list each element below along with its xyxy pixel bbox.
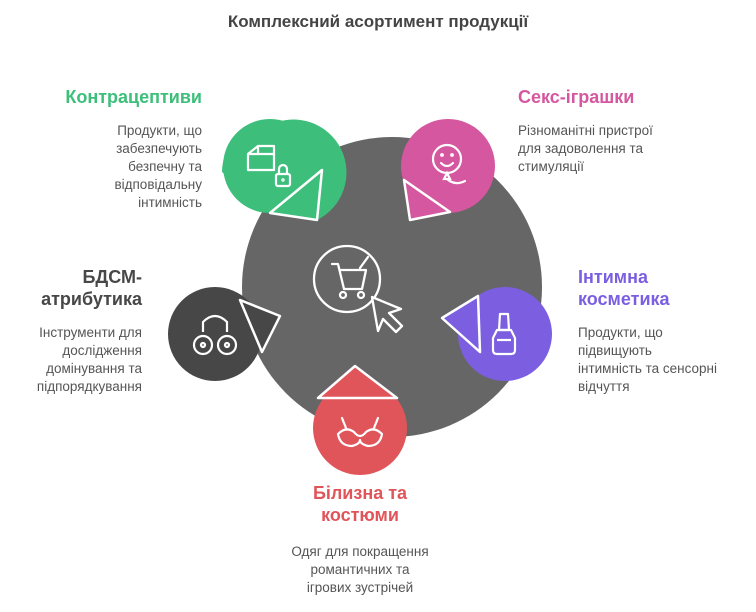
toys-description: Різноманітні пристрої для задоволення та… [518, 122, 748, 176]
bra-icon [336, 416, 384, 448]
bdsm-description: Інструменти для дослідження домінування … [5, 324, 142, 396]
lingerie-title: Білизна та костюми [250, 482, 470, 526]
title-line: косметика [578, 289, 670, 309]
segment-lingerie [313, 364, 407, 475]
desc-line: Продукти, що [578, 325, 663, 340]
nail-polish-icon [491, 312, 517, 356]
bdsm-title: БДСМ- атрибутика [10, 266, 142, 310]
smiley-balloon-icon [431, 143, 467, 185]
handcuffs-icon [192, 314, 238, 356]
segment-bdsm [168, 287, 282, 381]
lingerie-description: Одяг для покращення романтичних та ігров… [250, 543, 470, 597]
title-line: атрибутика [41, 289, 142, 309]
cosmetics-title: Інтимна косметика [578, 266, 748, 310]
desc-line: відчуття [578, 379, 630, 394]
contraceptives-title: Контрацептиви [65, 87, 202, 107]
desc-line: інтимність та сенсорні [578, 361, 718, 376]
desc-line: Продукти, що [117, 123, 202, 138]
toys-title: Секс-іграшки [518, 87, 635, 107]
title-line: БДСМ- [82, 267, 142, 287]
contraceptives-description: Продукти, що забезпечують безпечну та ві… [20, 122, 202, 212]
desc-line: стимуляції [518, 159, 585, 174]
diagram-title: Комплексний асортимент продукції [227, 12, 529, 31]
cosmetics-description: Продукти, що підвищують інтимність та се… [578, 324, 753, 396]
title-line: Білизна та [312, 483, 408, 503]
desc-line: відповідальну [114, 177, 202, 192]
desc-line: Різноманітні пристрої [518, 123, 653, 138]
title-line: Інтимна [578, 267, 648, 287]
title-line: костюми [321, 505, 399, 525]
box-lock-icon [246, 144, 292, 188]
desc-line: забезпечують [116, 141, 202, 156]
segment-contraceptives [222, 119, 347, 222]
desc-line: для задоволення та [518, 141, 644, 156]
desc-line: ігрових зустрічей [306, 580, 414, 595]
shopping-cart-cursor-icon [312, 244, 404, 334]
desc-line: дослідження [62, 343, 142, 358]
segment-toys [401, 119, 495, 222]
desc-line: підвищують [578, 343, 652, 358]
desc-line: Одяг для покращення [291, 544, 429, 559]
segment-cosmetics [440, 287, 552, 381]
desc-line: Інструменти для [39, 325, 142, 340]
desc-line: домінування та [46, 361, 142, 376]
desc-line: романтичних та [310, 562, 410, 577]
desc-line: підпорядкування [36, 379, 142, 394]
desc-line: безпечну та [128, 159, 202, 174]
desc-line: інтимність [138, 195, 202, 210]
